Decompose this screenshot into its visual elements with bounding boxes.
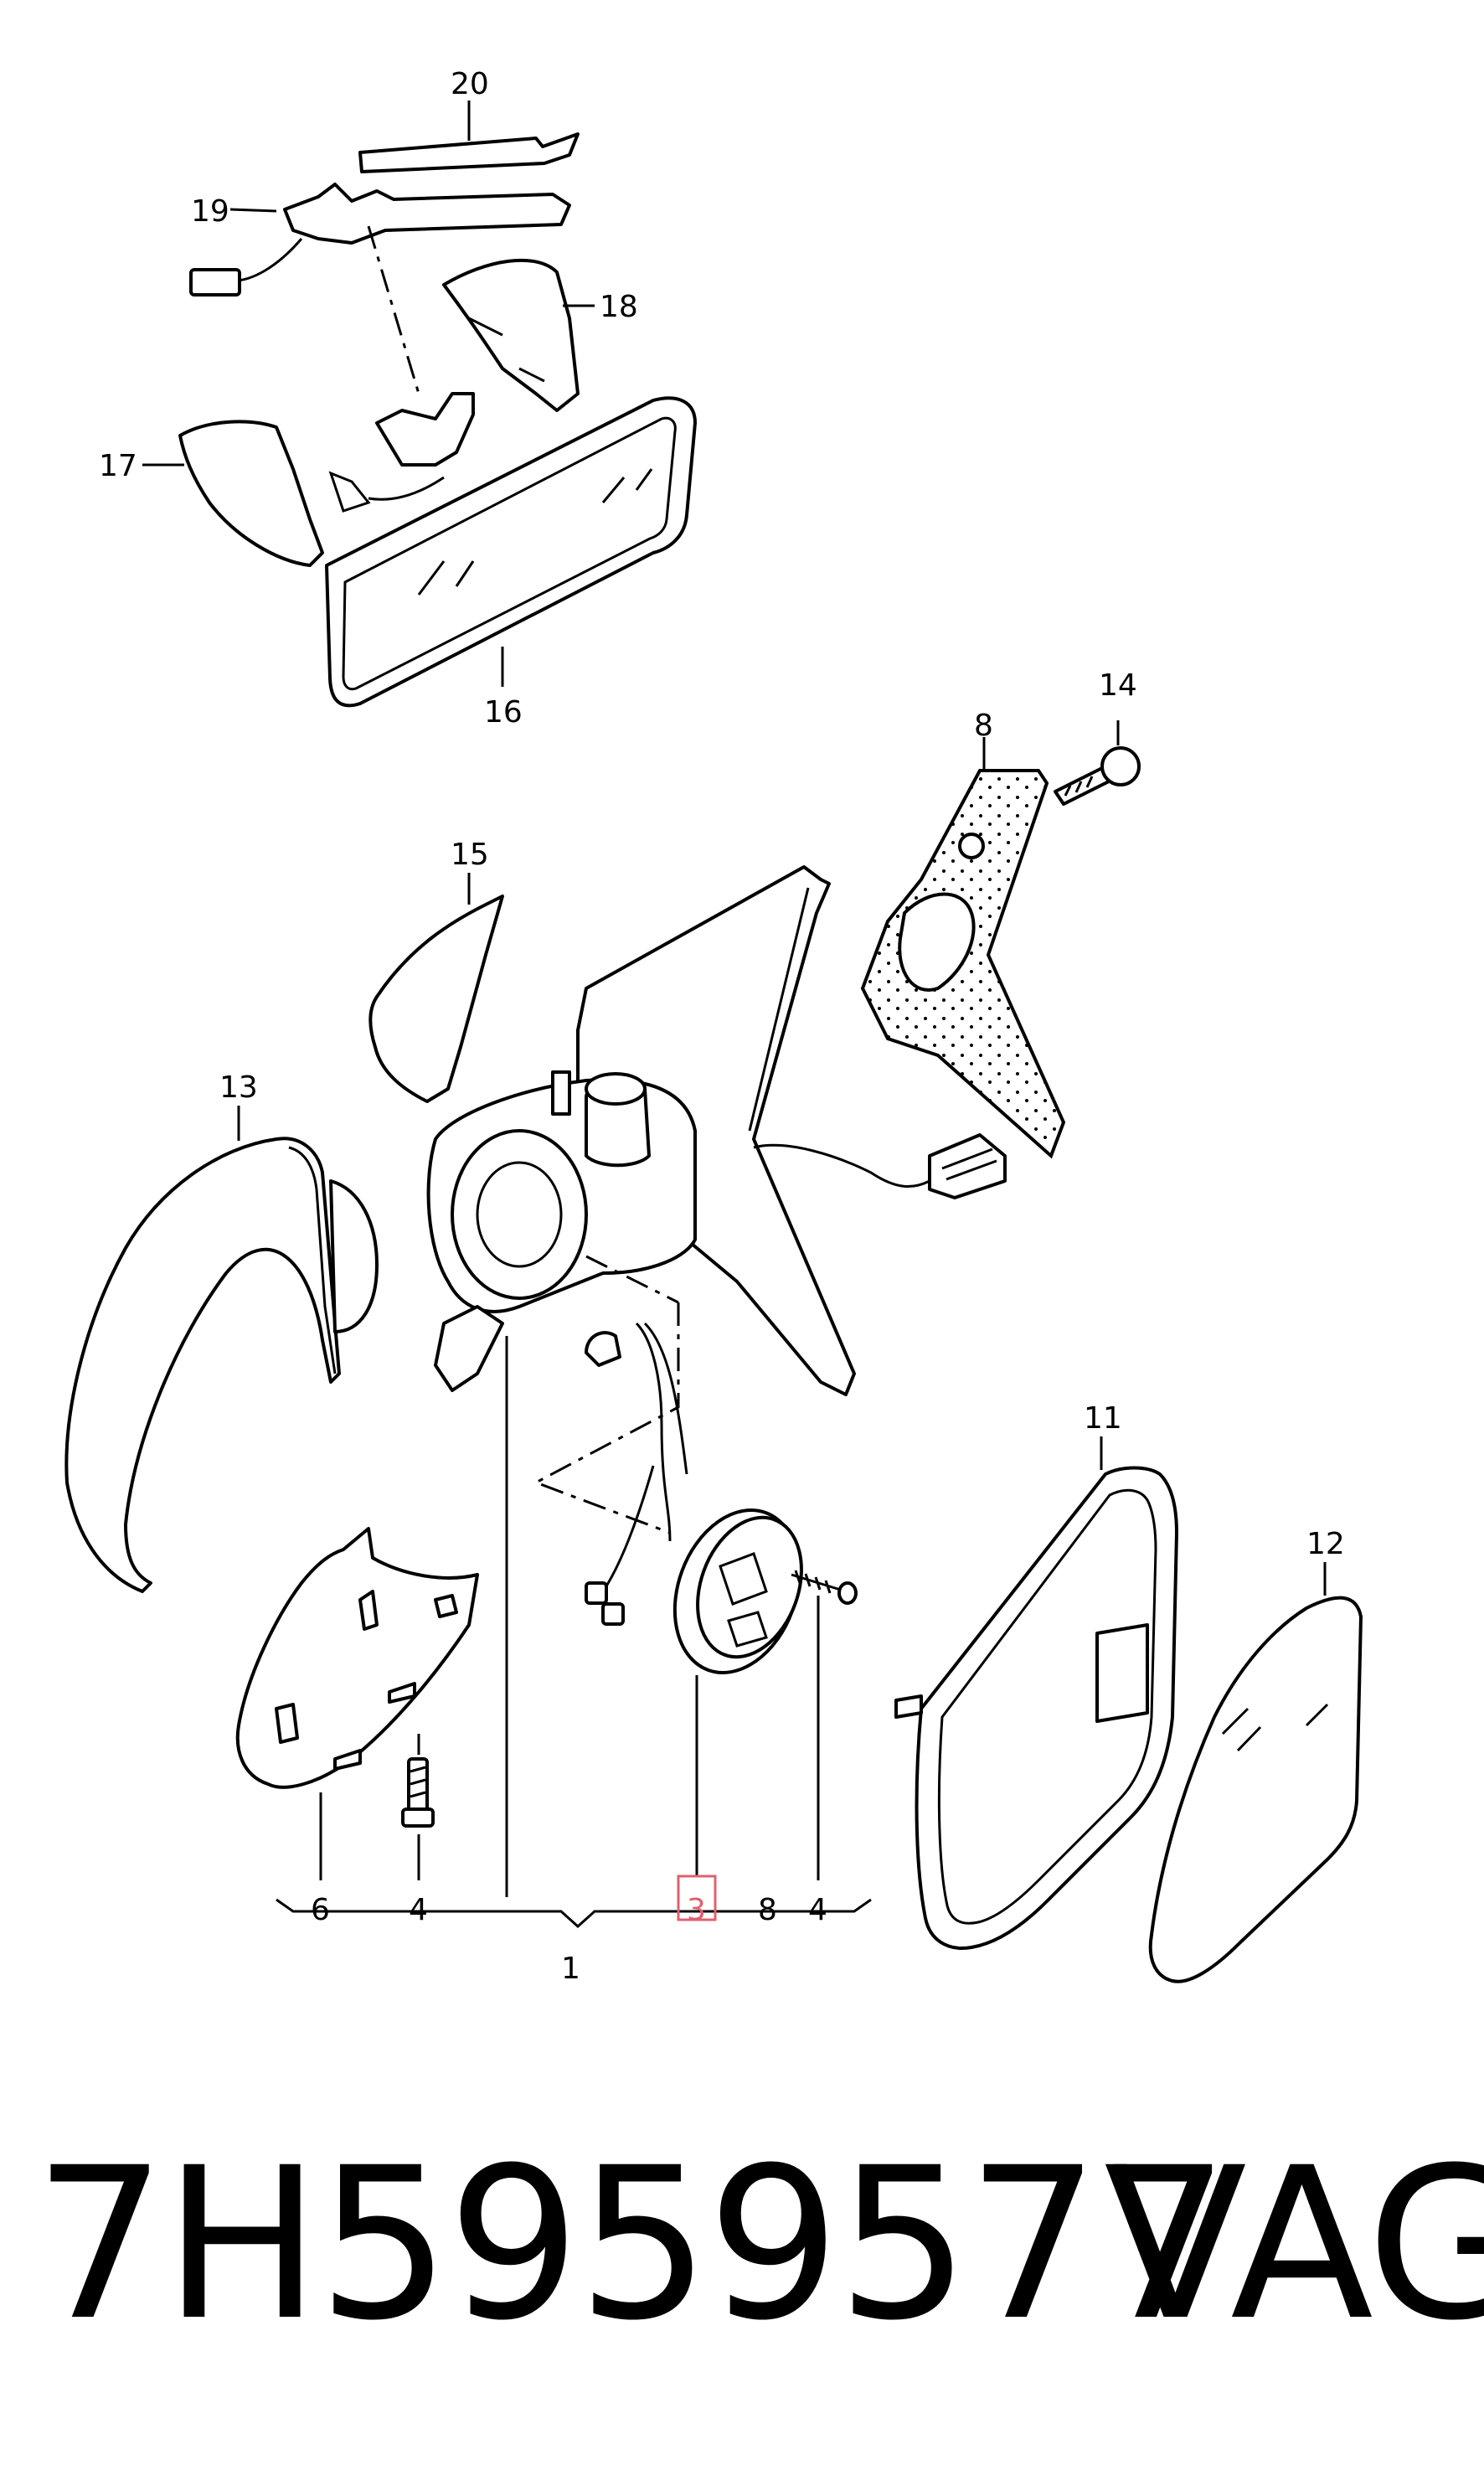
part-16-interior-mirror (325, 396, 697, 708)
callout-20: 20 (451, 67, 489, 101)
callout-19: 19 (191, 194, 229, 229)
callout-8-bottom: 8 (758, 1893, 777, 1927)
mirror-housing (426, 865, 1007, 1396)
callout-6: 6 (311, 1893, 330, 1927)
exploded-parts-diagram: 20 19 18 17 16 14 8 15 13 11 12 6 4 3 8 … (64, 67, 1363, 1986)
part-15-cap (368, 873, 504, 1103)
brand-text: VAG (1104, 2122, 1484, 2366)
callout-12: 12 (1306, 1527, 1345, 1561)
part-8-gasket (860, 737, 1066, 1159)
part-3-adjustment-motor (585, 1322, 803, 1876)
part-18-cover (442, 258, 595, 412)
part-4-screw-right (791, 1570, 858, 1880)
callout-8-top: 8 (974, 709, 993, 743)
callout-4-right: 4 (808, 1893, 827, 1927)
callout-13: 13 (219, 1070, 258, 1105)
callout-17: 17 (99, 449, 137, 483)
part-4-screw-left (401, 1734, 435, 1880)
callout-3: 3 (687, 1893, 706, 1927)
callout-18: 18 (600, 290, 638, 324)
part-20-trim-strip (358, 101, 580, 173)
callout-1: 1 (561, 1952, 580, 1986)
part-6-lower-cover (235, 1527, 479, 1880)
callout-16: 16 (484, 695, 523, 730)
callout-15: 15 (451, 838, 489, 872)
part-12-mirror-glass (1148, 1562, 1363, 1983)
callout-4-left: 4 (409, 1893, 428, 1927)
part-13-mirror-cap (64, 1106, 379, 1593)
part-11-glass-frame (894, 1436, 1178, 1950)
part-19-bracket (189, 183, 571, 297)
part-17-cover (142, 420, 445, 567)
part-14-bolt (1054, 720, 1141, 806)
part-1-assembly-bracket (276, 1336, 872, 1929)
highlight-box-3 (677, 1875, 717, 1921)
part-number-text: 7H5959577 (33, 2122, 1229, 2366)
callout-14: 14 (1099, 668, 1137, 703)
callout-11: 11 (1084, 1401, 1122, 1436)
